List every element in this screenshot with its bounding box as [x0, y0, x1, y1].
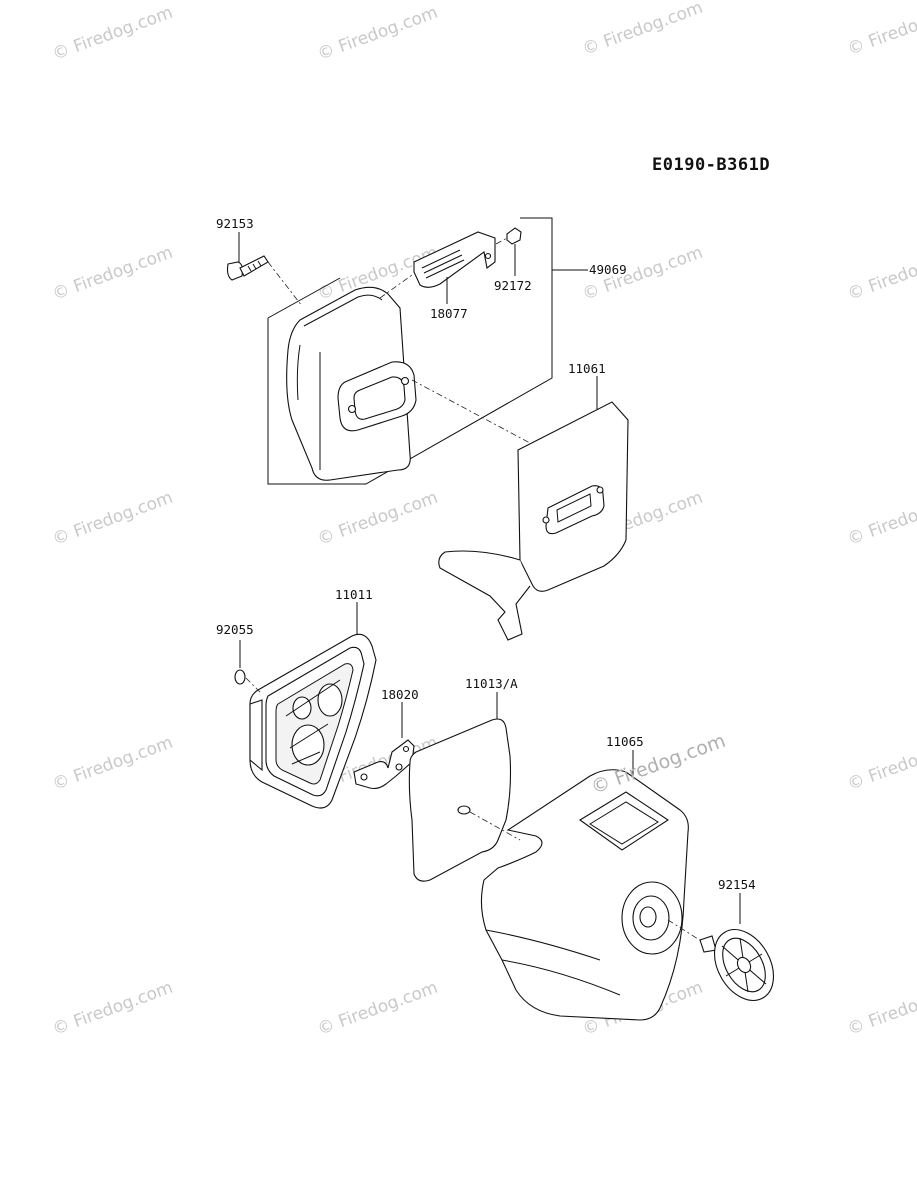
part-label-11065: 11065 — [606, 734, 644, 749]
watermark: © Firedog.com — [50, 3, 176, 65]
diagram-code: E0190-B361D — [652, 155, 770, 175]
watermark: © Firedog.com — [845, 733, 917, 795]
muffler-plate-11061 — [411, 376, 629, 641]
watermark: © Firedog.com — [845, 0, 917, 60]
filter-element-11013a — [408, 692, 521, 882]
screw-92172 — [495, 227, 522, 276]
watermark: © Firedog.com — [315, 978, 441, 1040]
watermark: © Firedog.com — [315, 488, 441, 550]
part-label-18020: 18020 — [381, 687, 419, 702]
muffler-assembly-bracket — [267, 217, 588, 485]
watermark: © Firedog.com — [580, 0, 706, 60]
watermark: © Firedog.com — [50, 978, 176, 1040]
heat-shield-18077 — [379, 231, 496, 304]
part-label-92055: 92055 — [216, 622, 254, 637]
air-cleaner-cover-11065 — [480, 750, 689, 1021]
part-label-49069: 49069 — [589, 262, 627, 277]
watermark: © Firedog.com — [50, 243, 176, 305]
part-label-92154: 92154 — [718, 877, 756, 892]
part-label-11061: 11061 — [568, 361, 606, 376]
watermark: © Firedog.com — [50, 733, 176, 795]
watermark: © Firedog.com — [50, 488, 176, 550]
watermark: © Firedog.com — [845, 978, 917, 1040]
watermark: © Firedog.com — [315, 3, 441, 65]
part-label-11013a: 11013/A — [465, 676, 518, 691]
watermark: © Firedog.com — [845, 488, 917, 550]
o-ring-92055 — [234, 640, 246, 685]
muffler — [286, 286, 417, 481]
bracket-18020 — [353, 702, 415, 790]
part-label-11011: 11011 — [335, 587, 373, 602]
air-cleaner-base-11011 — [245, 602, 377, 809]
knob-92154 — [667, 893, 775, 1001]
part-label-92172: 92172 — [494, 278, 532, 293]
bolt-92153 — [226, 232, 303, 307]
part-label-92153: 92153 — [216, 216, 254, 231]
part-label-18077: 18077 — [430, 306, 468, 321]
watermark: © Firedog.com — [845, 243, 917, 305]
